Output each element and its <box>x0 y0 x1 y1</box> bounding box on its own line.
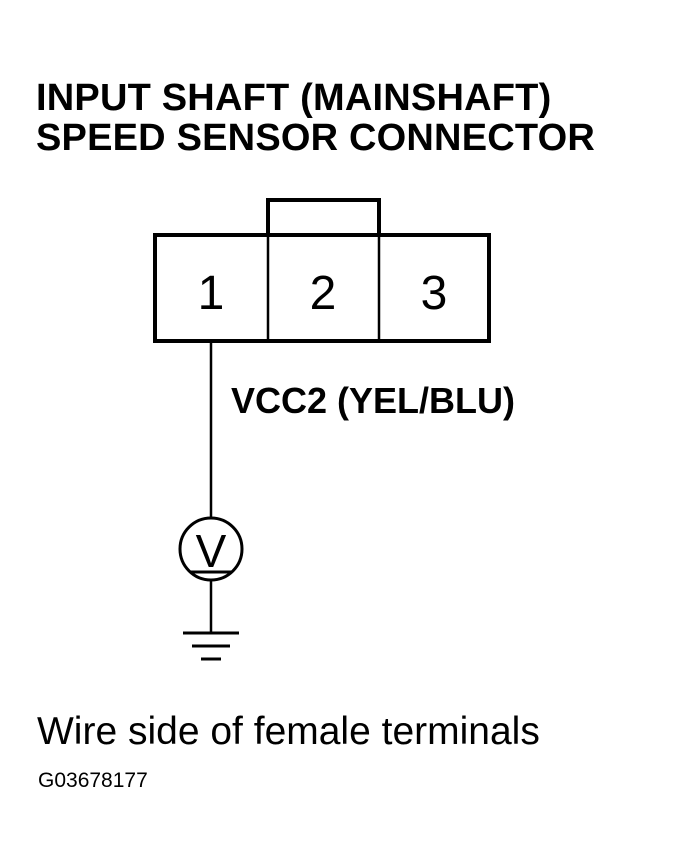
diagram-title-line-2: SPEED SENSOR CONNECTOR <box>36 117 596 159</box>
terminal-number-1: 1 <box>198 267 225 320</box>
wire-color-label: VCC2 (YEL/BLU) <box>231 380 516 421</box>
view-caption: Wire side of female terminals <box>37 710 540 753</box>
voltmeter-letter: V <box>196 525 227 577</box>
terminal-number-2: 2 <box>310 267 337 320</box>
terminal-number-3: 3 <box>421 267 448 320</box>
connector-body <box>153 233 491 343</box>
connector-lock-tab <box>266 198 381 238</box>
diagram-title-line-1: INPUT SHAFT (MAINSHAFT) <box>36 77 552 119</box>
ground-icon <box>183 631 239 661</box>
figure-code: G03678177 <box>38 769 148 792</box>
voltmeter-icon: V <box>178 516 244 582</box>
